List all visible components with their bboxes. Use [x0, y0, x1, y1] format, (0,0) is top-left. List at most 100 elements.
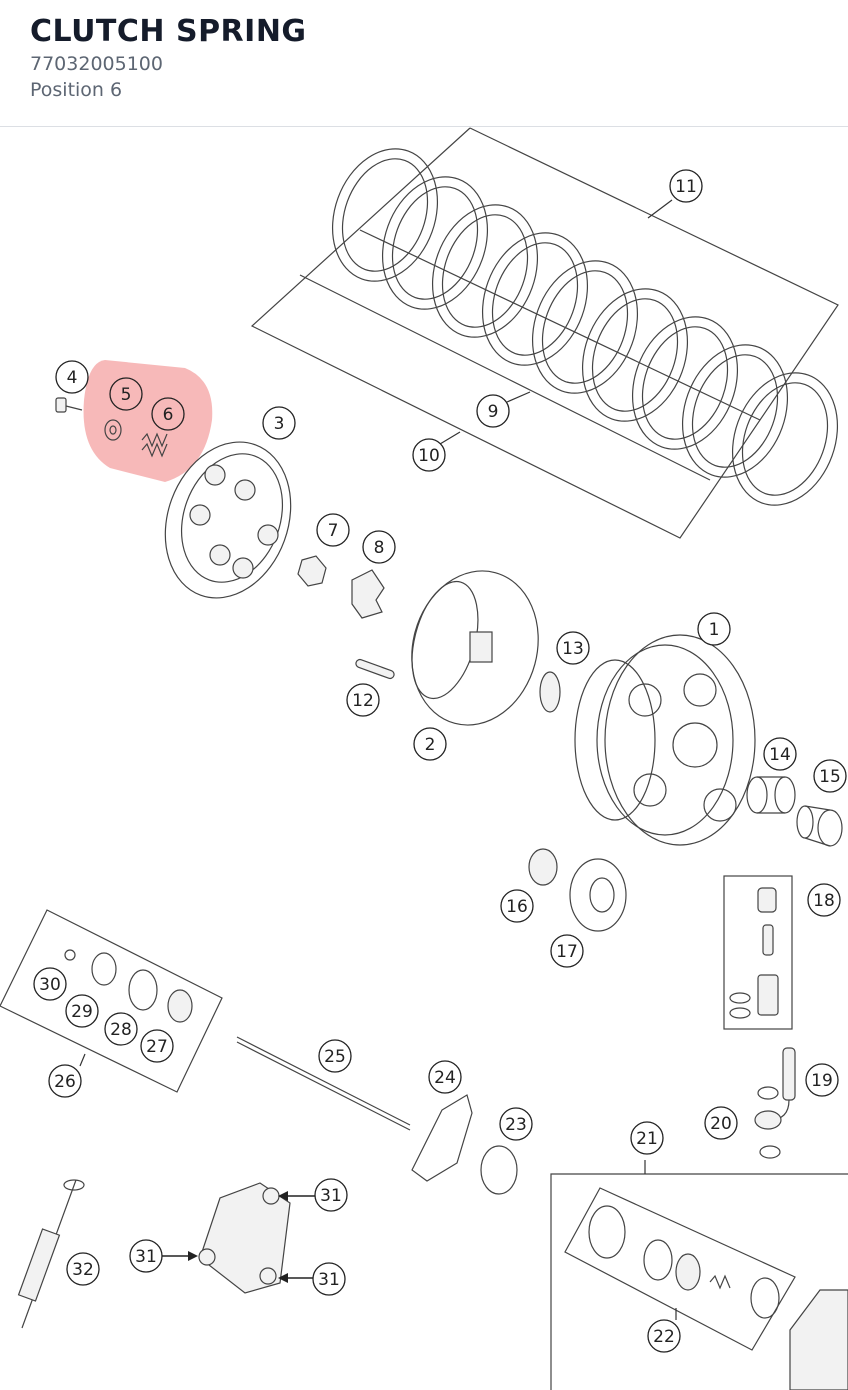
callout-6[interactable]: 6 [151, 397, 185, 431]
callout-number: 4 [67, 368, 78, 388]
callout-number: 28 [110, 1020, 132, 1040]
clutch-disc [541, 270, 629, 384]
part-header: CLUTCH SPRING 77032005100 Position 6 [0, 0, 848, 127]
slave-cylinder-cover [198, 1182, 291, 1294]
callout-8[interactable]: 8 [362, 530, 396, 564]
clutch-disc [591, 298, 679, 412]
inner-hub [411, 570, 539, 726]
callout-12[interactable]: 12 [346, 683, 380, 717]
o-ring-part [480, 1145, 518, 1195]
clutch-disc [531, 260, 639, 394]
callout-18[interactable]: 18 [807, 883, 841, 917]
callout-1[interactable]: 1 [697, 612, 731, 646]
bleeder-valve-kit [723, 875, 793, 1030]
banjo-fitting-part [754, 1047, 796, 1159]
spring-washer-part [104, 419, 122, 441]
callout-number: 31 [318, 1270, 340, 1290]
callout-number: 31 [320, 1186, 342, 1206]
clutch-disc [331, 148, 439, 282]
callout-2[interactable]: 2 [413, 727, 447, 761]
callout-23[interactable]: 23 [499, 1107, 533, 1141]
pressure-cap [164, 441, 292, 599]
callout-number: 26 [54, 1072, 76, 1092]
callout-29[interactable]: 29 [65, 994, 99, 1028]
callout-number: 32 [72, 1260, 94, 1280]
callout-number: 1 [709, 620, 720, 640]
callout-31[interactable]: 31 [129, 1239, 163, 1273]
leader-lines [79, 199, 677, 1320]
callout-number: 21 [636, 1129, 658, 1149]
clutch-disc [741, 382, 829, 496]
clutch-disc [641, 326, 729, 440]
callout-3[interactable]: 3 [262, 406, 296, 440]
pin-part [355, 658, 395, 680]
clutch-slave-cylinder-assembly [550, 1173, 848, 1390]
callout-27[interactable]: 27 [140, 1029, 174, 1063]
callout-number: 31 [135, 1247, 157, 1267]
callout-number: 14 [769, 745, 791, 765]
syringe-tool [17, 1179, 85, 1329]
callout-24[interactable]: 24 [428, 1060, 462, 1094]
callout-number: 17 [556, 942, 578, 962]
gasket-part [411, 1094, 473, 1182]
callout-25[interactable]: 25 [318, 1039, 352, 1073]
callout-5[interactable]: 5 [109, 377, 143, 411]
callout-26[interactable]: 26 [48, 1064, 82, 1098]
clutch-disc [381, 176, 489, 310]
spacer-part [528, 848, 558, 886]
callout-11[interactable]: 11 [669, 169, 703, 203]
callout-4[interactable]: 4 [55, 360, 89, 394]
clutch-disc [341, 158, 429, 272]
callout-layer: 1234567891011121314151617181920212223242… [33, 169, 847, 1353]
callout-number: 5 [121, 385, 132, 405]
callout-number: 3 [274, 414, 285, 434]
callout-number: 15 [819, 767, 841, 787]
clutch-disc-stack [250, 127, 839, 539]
callout-31[interactable]: 31 [314, 1178, 348, 1212]
outer-clutch-basket [574, 634, 756, 846]
callout-number: 20 [710, 1114, 732, 1134]
callout-19[interactable]: 19 [805, 1063, 839, 1097]
thrust-washer-part [539, 671, 561, 713]
clutch-disc [481, 232, 589, 366]
clutch-disc [431, 204, 539, 338]
clutch-disc [581, 288, 689, 422]
callout-number: 10 [418, 446, 440, 466]
gear-part [569, 858, 627, 932]
position-label: Position 6 [30, 79, 123, 101]
callout-22[interactable]: 22 [647, 1319, 681, 1353]
screw-part [55, 397, 83, 413]
callout-7[interactable]: 7 [316, 513, 350, 547]
clutch-disc [681, 344, 789, 478]
callout-21[interactable]: 21 [630, 1121, 664, 1155]
callout-30[interactable]: 30 [33, 967, 67, 1001]
callout-number: 24 [434, 1068, 456, 1088]
callout-13[interactable]: 13 [556, 631, 590, 665]
callout-15[interactable]: 15 [813, 759, 847, 793]
arrow-31-left [162, 1251, 198, 1261]
callout-number: 6 [163, 405, 174, 425]
callout-16[interactable]: 16 [500, 889, 534, 923]
callout-number: 27 [146, 1037, 168, 1057]
push-rod-part [236, 1036, 411, 1131]
callout-number: 19 [811, 1071, 833, 1091]
clutch-disc [391, 186, 479, 300]
callout-32[interactable]: 32 [66, 1252, 100, 1286]
callout-31[interactable]: 31 [312, 1262, 346, 1296]
bushing-part [746, 776, 796, 814]
callout-17[interactable]: 17 [550, 934, 584, 968]
lock-washer-part [351, 569, 385, 619]
callout-number: 16 [506, 897, 528, 917]
callout-10[interactable]: 10 [412, 438, 446, 472]
callout-20[interactable]: 20 [704, 1106, 738, 1140]
callout-number: 8 [374, 538, 385, 558]
clutch-disc [691, 354, 779, 468]
callout-9[interactable]: 9 [476, 394, 510, 428]
clutch-spring-part [141, 432, 168, 458]
selected-part-highlight [83, 360, 213, 482]
arrow-31-right [278, 1273, 314, 1283]
callout-14[interactable]: 14 [763, 737, 797, 771]
clutch-disc [731, 372, 839, 506]
clutch-disc [441, 214, 529, 328]
callout-28[interactable]: 28 [104, 1012, 138, 1046]
